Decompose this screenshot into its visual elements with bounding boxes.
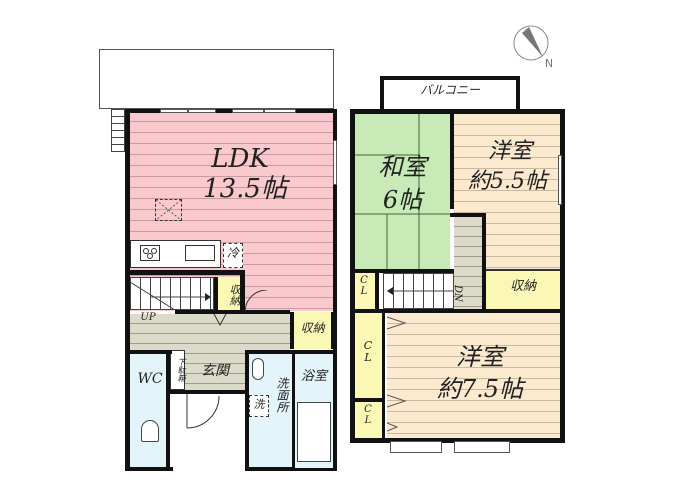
stair-landing[interactable] bbox=[454, 217, 482, 309]
entrance-label: 玄関 bbox=[201, 363, 229, 379]
kitchen-counter bbox=[130, 240, 221, 268]
closet-3[interactable] bbox=[355, 402, 385, 438]
ceiling-vent-icon bbox=[155, 199, 182, 221]
wall bbox=[350, 109, 565, 114]
compass-label: N bbox=[544, 57, 554, 70]
fridge-space bbox=[223, 243, 243, 268]
wall bbox=[240, 270, 245, 315]
shoe-cabinet-label: 下駄箱 bbox=[177, 358, 186, 382]
window bbox=[454, 441, 510, 453]
wall bbox=[127, 270, 242, 275]
balcony-label: バルコニー bbox=[420, 83, 480, 97]
wall bbox=[245, 350, 337, 354]
ldk-name: LDK bbox=[211, 144, 269, 174]
wall bbox=[350, 109, 355, 442]
youshitsu-2-size: 約7.5帖 bbox=[436, 375, 524, 403]
toilet-icon bbox=[141, 420, 159, 442]
washitsu-size: 6帖 bbox=[382, 186, 423, 214]
washroom-label: 洗面所 bbox=[275, 377, 289, 413]
youshitsu-1-room[interactable] bbox=[454, 114, 560, 269]
terrace-outline bbox=[99, 49, 334, 109]
wall bbox=[125, 109, 337, 113]
stair-arrow-icon bbox=[130, 281, 211, 310]
wall bbox=[350, 438, 565, 443]
washitsu-name: 和室 bbox=[378, 153, 427, 181]
storage[interactable] bbox=[486, 269, 560, 309]
closet-3-label: CL bbox=[364, 404, 372, 426]
arrow-down-icon bbox=[213, 313, 227, 327]
wall bbox=[245, 467, 337, 471]
exterior-ladder bbox=[111, 109, 125, 152]
wall bbox=[450, 109, 454, 209]
stairs-down-label: DN bbox=[452, 284, 463, 302]
stove-icon bbox=[140, 245, 160, 261]
wall bbox=[127, 350, 172, 354]
compass bbox=[511, 23, 553, 65]
youshitsu-1-name: 洋室 bbox=[487, 139, 532, 164]
shoe-cabinet bbox=[170, 350, 185, 390]
wall bbox=[355, 269, 454, 273]
washer-space bbox=[249, 395, 269, 417]
wall bbox=[170, 390, 245, 394]
window bbox=[160, 109, 188, 113]
window bbox=[558, 155, 562, 205]
wc-label: WC bbox=[137, 371, 163, 387]
fridge-label: 冷 bbox=[226, 246, 239, 260]
window bbox=[264, 109, 296, 113]
floor-1-plan: LDK 13.5帖 冷 収納 UP 収納 玄関 下駄箱 WC 洗面所 bbox=[99, 49, 337, 471]
youshitsu-2-room[interactable] bbox=[387, 313, 560, 438]
window bbox=[390, 441, 442, 453]
window bbox=[188, 109, 216, 113]
closet-door-icon bbox=[387, 316, 407, 432]
tatami-lines bbox=[355, 114, 450, 269]
bathtub-icon bbox=[297, 402, 331, 462]
wall bbox=[333, 312, 337, 471]
storage-1-label: 収納 bbox=[228, 284, 241, 306]
washitsu-room[interactable] bbox=[355, 114, 450, 269]
washer-label: 洗 bbox=[253, 398, 265, 411]
closet-2[interactable] bbox=[355, 313, 385, 398]
wall bbox=[127, 467, 173, 471]
window bbox=[232, 109, 264, 113]
wall bbox=[333, 109, 337, 312]
wall bbox=[350, 309, 565, 313]
entrance-door[interactable] bbox=[185, 394, 225, 434]
balcony[interactable] bbox=[380, 76, 520, 110]
stair-arrow-icon bbox=[387, 287, 453, 295]
hallway[interactable] bbox=[130, 314, 290, 354]
entrance[interactable] bbox=[185, 354, 245, 390]
closet-1[interactable] bbox=[355, 273, 379, 309]
window bbox=[333, 140, 337, 185]
stairs-up-label: UP bbox=[140, 312, 156, 323]
bath-label: 浴室 bbox=[300, 369, 327, 384]
closet-1-label: CL bbox=[360, 275, 368, 297]
north-arrow-icon bbox=[513, 25, 549, 61]
wall bbox=[482, 213, 486, 311]
wall bbox=[450, 213, 486, 217]
storage-2-label: 収納 bbox=[300, 321, 325, 335]
ldk-size: 13.5帖 bbox=[203, 174, 287, 204]
wall bbox=[175, 310, 290, 314]
youshitsu-2-name: 洋室 bbox=[456, 343, 504, 371]
closet-2-label: CL bbox=[363, 339, 373, 364]
wc-room[interactable] bbox=[130, 354, 170, 468]
wall bbox=[125, 109, 130, 471]
sink-icon bbox=[185, 245, 215, 261]
door-swing bbox=[245, 290, 268, 313]
washbasin-icon bbox=[252, 358, 264, 380]
storage-label: 収納 bbox=[509, 279, 536, 294]
wall bbox=[355, 398, 385, 402]
floor-2-plan: バルコニー 和室 6帖 洋室 約5.5帖 DN CL 収納 洋室 約7.5帖 C… bbox=[340, 0, 675, 480]
storage-1[interactable] bbox=[214, 277, 240, 312]
wall bbox=[245, 350, 249, 470]
stairs-up[interactable] bbox=[130, 277, 214, 310]
wall bbox=[560, 109, 565, 442]
youshitsu-1-size: 約5.5帖 bbox=[468, 169, 547, 194]
